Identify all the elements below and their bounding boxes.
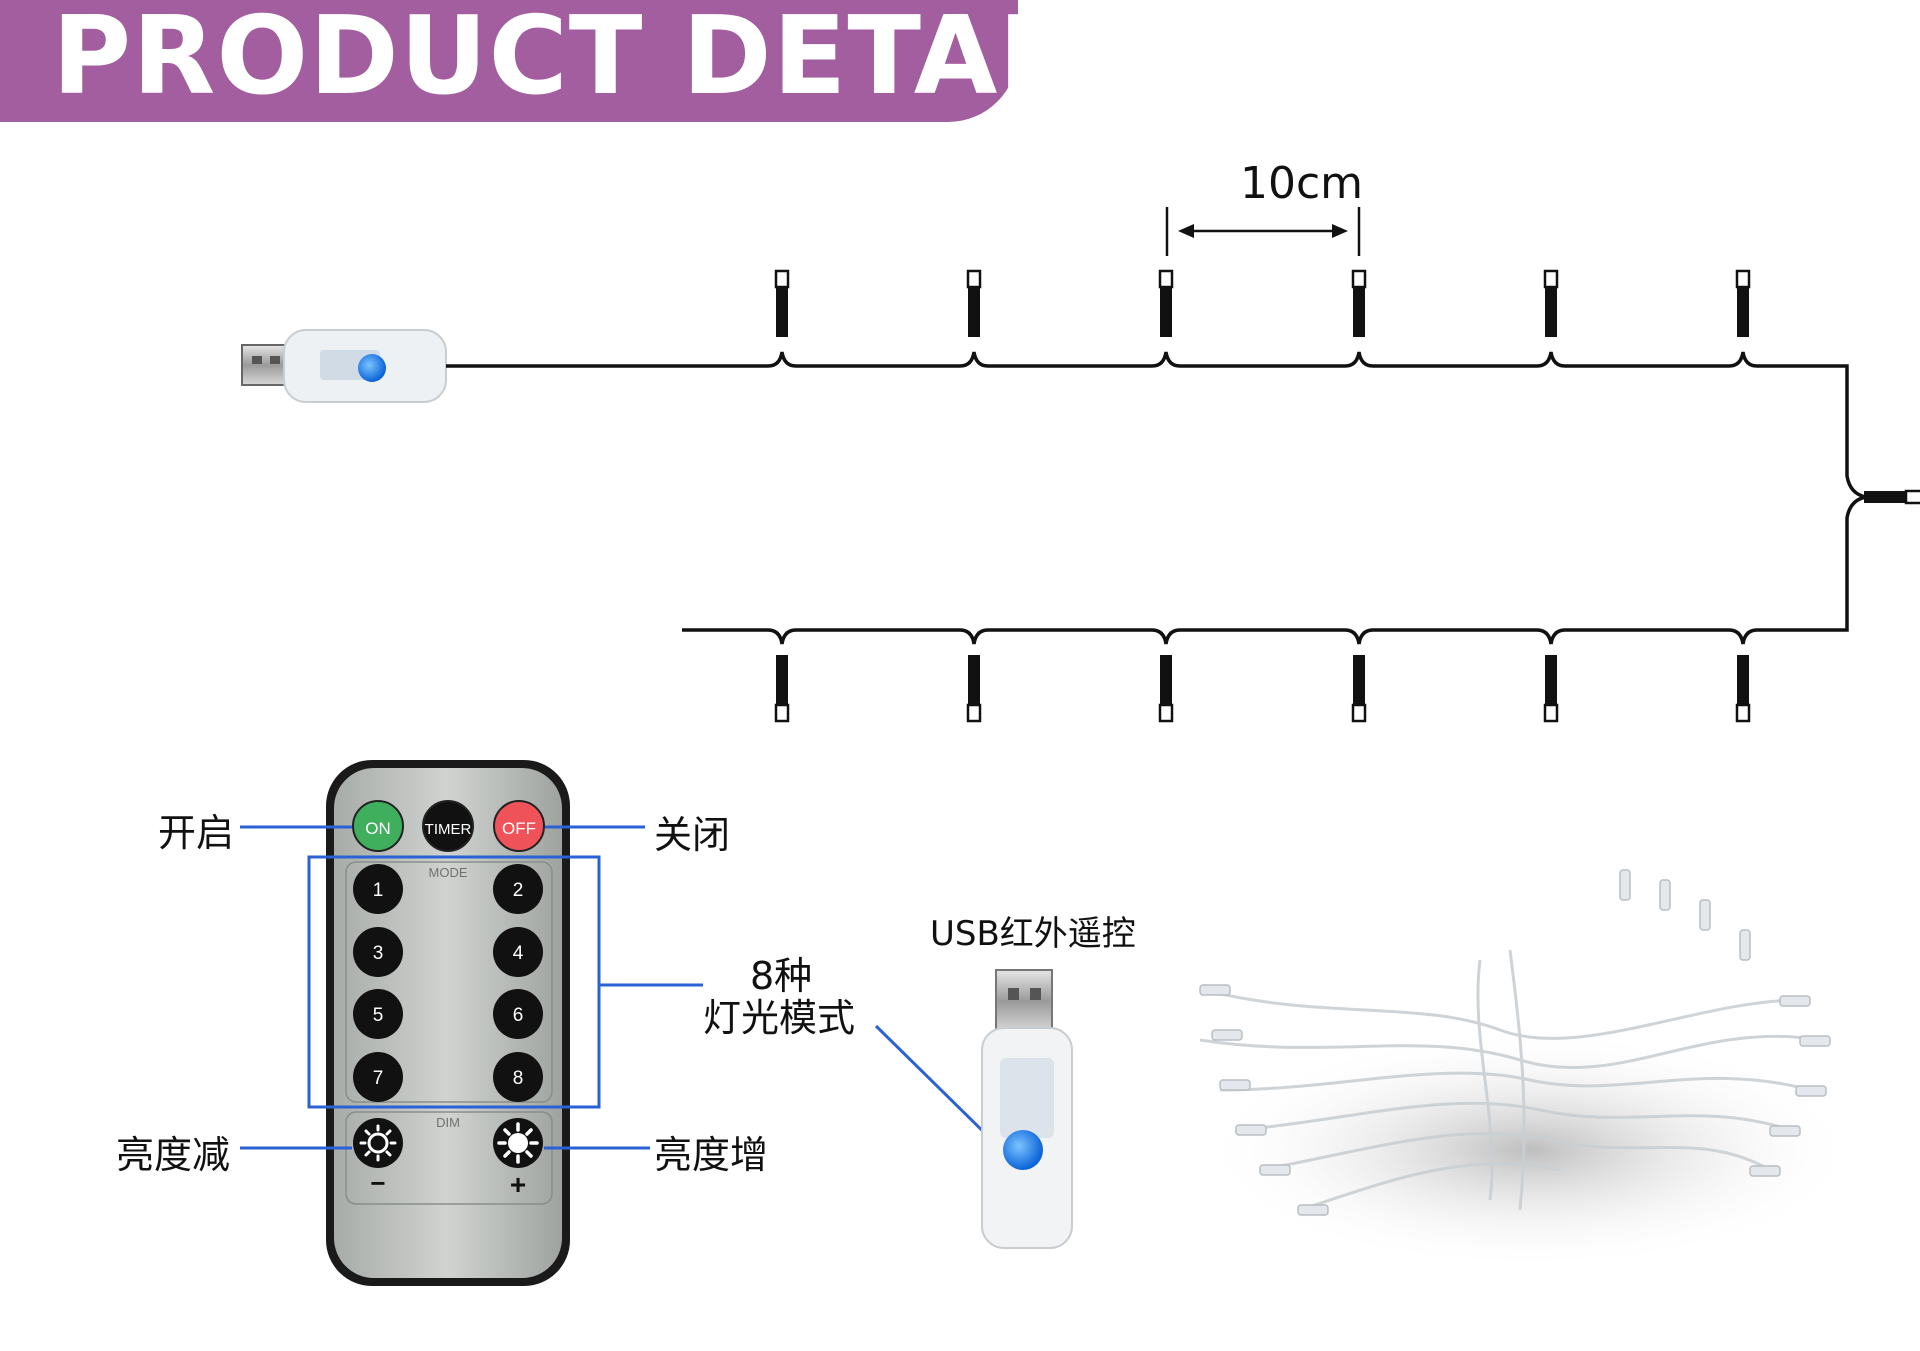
callout-off: 关闭 (654, 813, 731, 857)
callout-dim-down: 亮度减 (116, 1133, 231, 1177)
timer-button[interactable] (422, 800, 474, 852)
mode-button-4[interactable] (493, 927, 543, 977)
led-bulb-icon (966, 269, 982, 337)
brightness-up-icon[interactable] (493, 1118, 543, 1168)
led-bulb-icon (966, 655, 982, 723)
led-bulb-icon (1158, 655, 1174, 723)
mode-button-label: 2 (513, 880, 524, 901)
callout-on: 开启 (158, 811, 235, 855)
mode-label: MODE (429, 865, 468, 880)
on-label: ON (365, 819, 391, 838)
mode-button-label: 3 (373, 943, 384, 964)
mode-button-7[interactable] (353, 1052, 403, 1102)
led-string-wire (446, 351, 1867, 645)
brightness-down-icon[interactable] (353, 1118, 403, 1168)
off-label: OFF (502, 819, 536, 838)
mode-button-label: 6 (513, 1005, 524, 1026)
callout-modes-line2: 灯光模式 (703, 996, 856, 1040)
mode-buttons (353, 864, 543, 1102)
mode-button-label: 4 (513, 943, 524, 964)
led-bulb-icon (1543, 269, 1559, 337)
mode-button-label: 1 (373, 880, 384, 901)
usb-plug-icon (241, 329, 447, 403)
dim-label: DIM (436, 1115, 460, 1130)
on-button[interactable] (352, 800, 404, 852)
coiled-string-photo (1199, 869, 1860, 1270)
callout-dim-up: 亮度增 (654, 1133, 769, 1177)
mode-button-5[interactable] (353, 989, 403, 1039)
led-bulb-icon (1735, 269, 1751, 337)
mode-button-label: 7 (373, 1068, 384, 1089)
page-title: PRODUCT DETAILS (52, 0, 1189, 119)
minus-label: − (370, 1168, 385, 1198)
led-bulb-icon (1351, 269, 1367, 337)
mode-button-8[interactable] (493, 1052, 543, 1102)
mode-button-1[interactable] (353, 864, 403, 914)
callout-modes-line1: 8种 (750, 954, 813, 998)
led-bulb-icon (774, 655, 790, 723)
mode-button-label: 5 (373, 1005, 384, 1026)
usb-receiver (981, 969, 1073, 1249)
plus-label: + (510, 1169, 526, 1200)
callout-usb-receiver: USB红外遥控 (930, 914, 1136, 954)
off-button[interactable] (493, 800, 545, 852)
led-bulb-icon (1864, 489, 1920, 505)
led-bulb-icon (1543, 655, 1559, 723)
spacing-label: 10cm (1240, 158, 1364, 209)
led-bulb-icon (1735, 655, 1751, 723)
mode-button-3[interactable] (353, 927, 403, 977)
led-bulb-icon (774, 269, 790, 337)
mode-button-6[interactable] (493, 989, 543, 1039)
timer-label: TIMER (425, 821, 472, 838)
led-bulb-icon (1351, 655, 1367, 723)
spacing-dimension (1165, 207, 1361, 256)
callout-lines (240, 825, 1002, 1150)
mode-button-label: 8 (513, 1068, 524, 1089)
led-bulb-icon (1158, 269, 1174, 337)
mode-button-2[interactable] (493, 864, 543, 914)
title-banner: PRODUCT DETAILS (0, 0, 1187, 122)
